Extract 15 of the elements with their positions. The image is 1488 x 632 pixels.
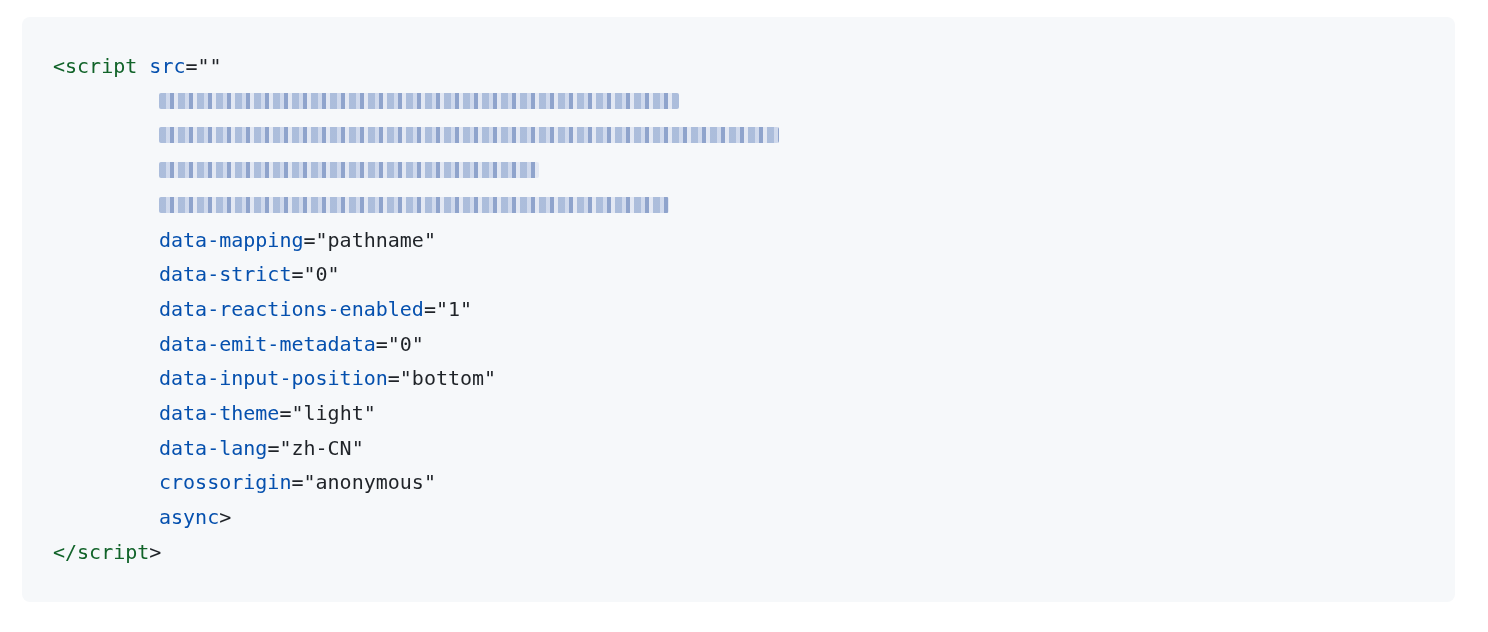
code-line: data-emit-metadata="0" <box>159 330 424 357</box>
code-line: crossorigin="anonymous" <box>159 469 436 496</box>
pixelated-text <box>159 162 539 179</box>
pixelated-text <box>159 92 679 109</box>
pixelated-text <box>159 196 669 213</box>
code-line: <script src="" <box>53 53 222 79</box>
code-line: data-lang="zh-CN" <box>159 434 364 461</box>
code-line: data-reactions-enabled="1" <box>159 295 473 322</box>
code-line: data-mapping="pathname" <box>159 226 436 253</box>
code-line: data-theme="light" <box>159 400 376 426</box>
code-line: data-strict="0" <box>159 261 340 288</box>
code-line: </script> <box>53 538 162 565</box>
code-line: async> <box>159 504 232 531</box>
code-line: data-input-position="bottom" <box>159 365 497 392</box>
pixelated-text <box>159 127 779 144</box>
